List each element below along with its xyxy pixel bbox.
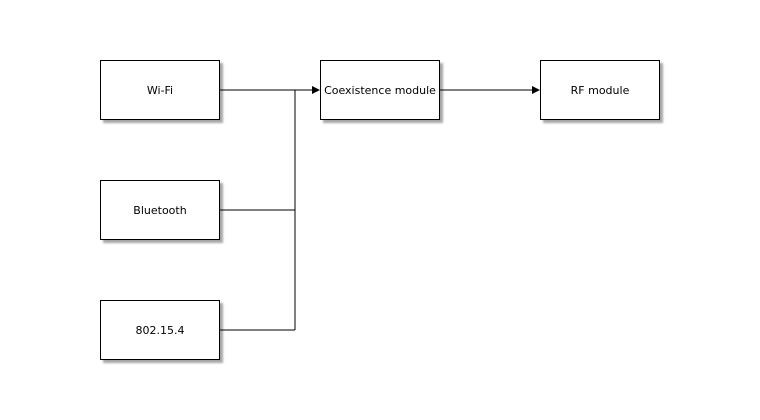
node-bluetooth-label: Bluetooth [133, 203, 187, 217]
node-bluetooth: Bluetooth [100, 180, 220, 240]
node-802154: 802.15.4 [100, 300, 220, 360]
node-802154-label: 802.15.4 [135, 323, 185, 337]
node-coexistence-module: Coexistence module [320, 60, 440, 120]
node-wifi: Wi-Fi [100, 60, 220, 120]
node-wifi-label: Wi-Fi [146, 83, 174, 97]
node-rf-module: RF module [540, 60, 660, 120]
node-coexistence-label: Coexistence module [324, 83, 436, 97]
node-rf-label: RF module [570, 83, 630, 97]
